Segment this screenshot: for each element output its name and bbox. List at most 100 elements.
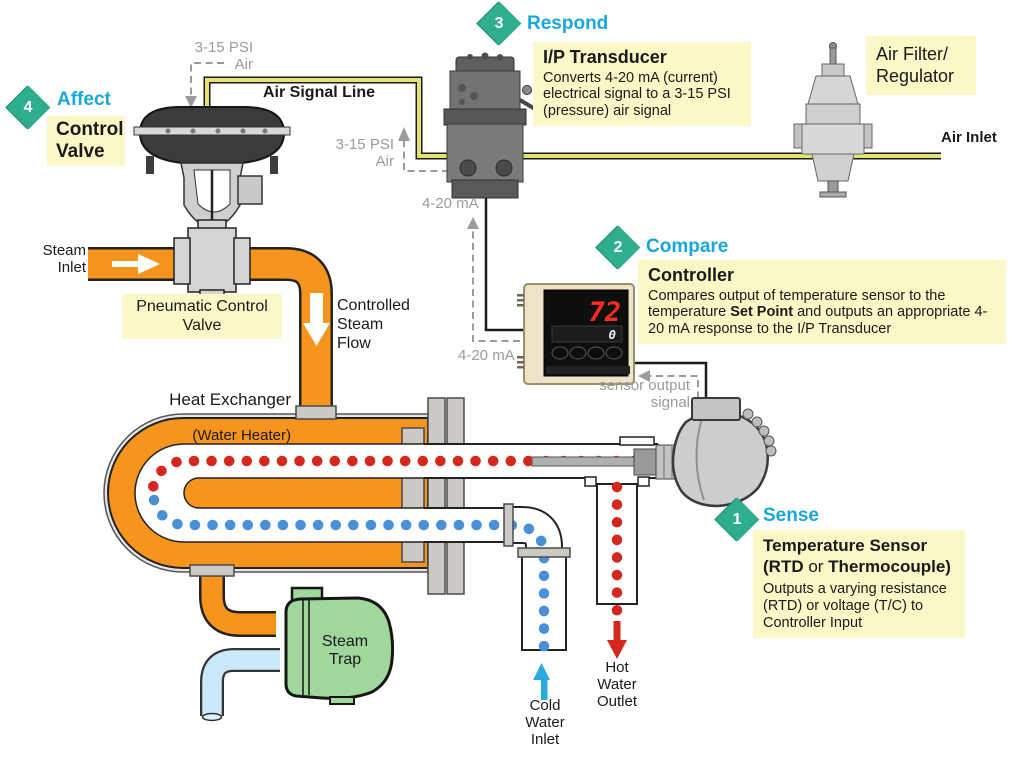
valve-flange-right <box>233 237 251 285</box>
sensor-flex-conduit <box>742 408 777 457</box>
temperature-sensor-device <box>531 397 777 508</box>
step-label-compare: Compare <box>646 236 729 257</box>
air-filter-regulator-device <box>793 42 873 198</box>
controller-bottom-strip <box>546 366 630 374</box>
regulator-cap <box>821 63 845 77</box>
step-label-affect: Affect <box>57 89 111 110</box>
pipe-collars <box>189 405 571 577</box>
hot-water-flow-dots <box>147 455 640 494</box>
callout-title: Controller <box>648 265 735 285</box>
valve-flange-left <box>173 237 191 285</box>
air-signal-line-core <box>205 78 941 158</box>
wire-controller-to-transducer <box>484 192 527 332</box>
pipe-open-end <box>201 712 223 722</box>
cold-elbow-flange <box>503 503 514 547</box>
transducer-flange <box>443 108 527 126</box>
condensate-outlet-pipe <box>200 648 280 722</box>
controller-vents <box>517 294 524 369</box>
electrical-wires <box>484 192 708 402</box>
transducer-port-right <box>495 159 513 177</box>
callout-controller: Controller Compares output of temperatur… <box>638 260 1006 344</box>
arrow-left-sensor-signal <box>638 370 650 382</box>
label-hot-water-outlet: Hot Water Outlet <box>596 659 638 711</box>
label-sensor-output-signal: sensor output signal <box>599 377 690 412</box>
callout-body: Compares output of temperature sensor to… <box>648 287 988 338</box>
heat-exchanger-name: Heat Exchanger <box>169 390 291 410</box>
drain-collar <box>189 564 235 577</box>
callout-ip-transducer: I/P Transducer Converts 4-20 mA (current… <box>533 42 751 126</box>
ip-transducer-device <box>443 52 545 199</box>
trap-seam-lines <box>302 600 310 695</box>
flange-plate-1 <box>427 397 446 595</box>
callout-title-line2: (RTD or Thermocouple) <box>763 556 951 576</box>
controller-pv-display: 72 <box>588 297 621 328</box>
tee-corner-left <box>584 476 597 487</box>
arrow-up-ma <box>467 217 479 229</box>
cold-pipe-outline <box>424 507 508 543</box>
label-steam-trap: Steam Trap <box>321 633 369 669</box>
wire-sensor-to-controller <box>627 361 708 402</box>
arrow-up-air <box>398 127 410 141</box>
controller-sv-display: 0 <box>608 327 616 342</box>
trap-body <box>284 596 395 700</box>
label-psi-air-valve: 3-15 PSI Air <box>194 39 253 74</box>
hot-pipe-top-bracket <box>619 436 655 446</box>
label-pneumatic-control-valve: Pneumatic Control Valve <box>122 294 282 339</box>
label-air-signal-line: Air Signal Line <box>263 84 376 101</box>
label-steam-inlet: Steam Inlet <box>42 242 86 277</box>
heat-exchanger <box>103 397 465 595</box>
controller-sv-window <box>551 325 623 343</box>
label-ma-controller: 4-20 mA <box>458 347 515 364</box>
steam-down-collar <box>295 405 337 420</box>
hot-pipe-outline <box>424 443 659 479</box>
u-tube-channel <box>134 443 429 543</box>
air-from-transducer-dash <box>403 136 449 172</box>
label-psi-air-transducer: 3-15 PSI Air <box>335 136 394 171</box>
yoke-side-box <box>237 175 263 205</box>
step-label-respond: Respond <box>527 13 609 34</box>
steam-inlet-arrow <box>112 254 160 274</box>
label-air-inlet: Air Inlet <box>941 129 997 146</box>
transducer-body <box>446 123 524 183</box>
flow-arrows <box>112 254 627 700</box>
dash-arrowheads <box>185 96 650 382</box>
transducer-base <box>451 179 519 199</box>
cold-pipe-flange <box>517 547 571 558</box>
steam-trap-device <box>284 586 395 705</box>
diaphragm-flange-band <box>133 126 291 136</box>
actuator-foot-left <box>146 156 154 174</box>
signal-annotation-dashes <box>190 62 699 410</box>
ma-signal-dash <box>472 229 520 342</box>
condensate-outlet-core <box>202 650 280 716</box>
sensor-conduit-cap <box>691 397 741 421</box>
hot-water-arrow <box>607 621 627 659</box>
control-valve-device <box>133 106 291 299</box>
cold-water-flow-dots <box>148 494 550 664</box>
regulator-bonnet <box>807 75 859 105</box>
heat-exchanger-subname: (Water Heater) <box>192 426 291 444</box>
transducer-port-left <box>459 159 477 177</box>
condensate-drain-pipe <box>201 570 276 635</box>
air-signal-line-tube <box>203 76 941 160</box>
label-ma-transducer: 4-20 mA <box>422 195 479 212</box>
controller-buttons <box>551 346 623 360</box>
callout-control-valve: Control Valve <box>47 116 125 166</box>
callout-air-filter-regulator: Air Filter/ Regulator <box>866 36 976 96</box>
label-controlled-steam-flow: Controlled Steam Flow <box>337 297 410 352</box>
trap-bottom-tab <box>329 696 355 705</box>
regulator-body <box>801 123 865 155</box>
callout-title-line1: Temperature Sensor <box>763 536 928 555</box>
label-heat-exchanger: Heat Exchanger (Water Heater) <box>160 373 291 444</box>
flange-plate-2 <box>446 397 465 595</box>
sensor-fitting <box>633 448 659 476</box>
arrow-down-into-valve <box>185 96 197 108</box>
cold-inlet-elbow <box>512 508 561 553</box>
regulator-stem <box>829 47 837 67</box>
step-label-sense: Sense <box>763 505 819 526</box>
callout-temperature-sensor: Temperature Sensor (RTD or Thermocouple)… <box>753 530 965 639</box>
regulator-bowl <box>811 153 855 182</box>
flange-bolts <box>165 128 268 134</box>
temperature-controller-device: 72 0 <box>517 283 635 385</box>
